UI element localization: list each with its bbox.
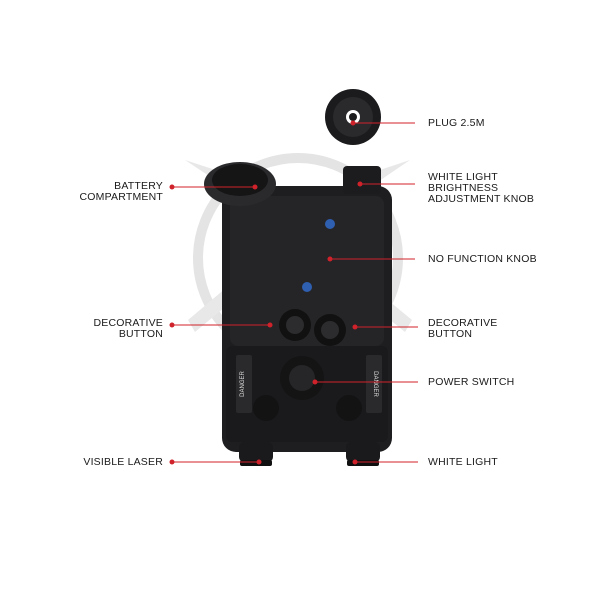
laser-device: DANGER DANGER — [204, 162, 392, 466]
label-visible-laser: VISIBLE LASER — [83, 456, 163, 468]
label-decorative-right: DECORATIVE BUTTON — [428, 317, 498, 340]
leader-decorative-right — [352, 324, 418, 330]
leader-plug — [350, 120, 415, 126]
label-white-light-knob: WHITE LIGHT BRIGHTNESS ADJUSTMENT KNOB — [428, 171, 535, 205]
leader-battery — [169, 184, 258, 190]
label-power-switch: POWER SWITCH — [428, 376, 515, 388]
leader-no-function-knob — [327, 256, 415, 262]
leader-decorative-left — [169, 322, 273, 328]
label-battery: BATTERY COMPARTMENT — [79, 180, 163, 203]
right-warning-text: DANGER — [372, 371, 378, 397]
label-no-function-knob: NO FUNCTION KNOB — [428, 253, 537, 265]
leader-visible-laser — [169, 459, 262, 465]
label-decorative-left: DECORATIVE BUTTON — [93, 317, 163, 340]
label-white-light: WHITE LIGHT — [428, 456, 498, 468]
leader-white-light-knob — [357, 181, 415, 187]
leader-power-switch — [312, 379, 418, 385]
label-plug: PLUG 2.5M — [428, 117, 485, 129]
leader-white-light — [352, 459, 418, 465]
left-warning-text: DANGER — [240, 370, 246, 396]
plug-detail — [325, 89, 381, 145]
